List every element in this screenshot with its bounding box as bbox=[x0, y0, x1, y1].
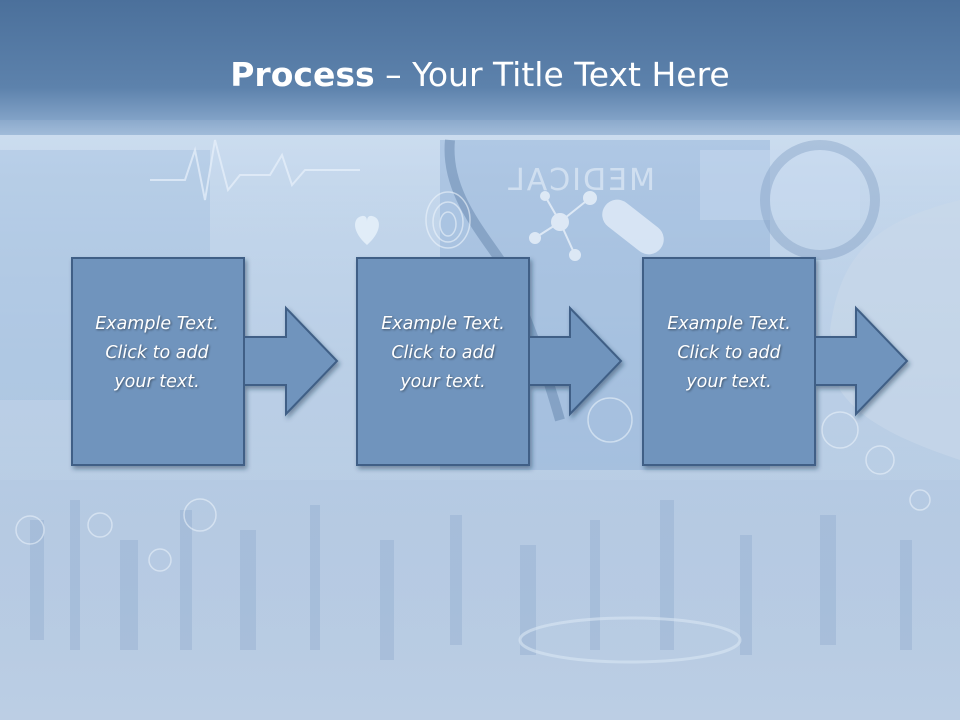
title-bar bbox=[0, 0, 960, 135]
process-step-2[interactable] bbox=[356, 257, 623, 466]
people-crowd-image bbox=[0, 480, 960, 720]
step-1-arrow[interactable] bbox=[239, 305, 339, 417]
slide-title[interactable]: Process – Your Title Text Here bbox=[0, 52, 960, 98]
step-1-line-1: Example Text. bbox=[95, 314, 219, 334]
step-3-arrow[interactable] bbox=[809, 305, 909, 417]
pill-icon bbox=[602, 199, 664, 255]
step-1-text[interactable]: Example Text. Click to add your text. bbox=[72, 310, 242, 397]
title-bold: Process bbox=[230, 55, 375, 94]
step-1-box[interactable] bbox=[71, 257, 245, 466]
platform-ring bbox=[518, 616, 742, 664]
step-2-text[interactable]: Example Text. Click to add your text. bbox=[358, 310, 528, 397]
fingerprint-icon bbox=[425, 191, 471, 249]
step-2-box[interactable] bbox=[356, 257, 530, 466]
step-2-arrow[interactable] bbox=[524, 305, 623, 417]
step-3-box[interactable] bbox=[642, 257, 816, 466]
molecule-icon bbox=[529, 191, 597, 261]
step-3-line-1: Example Text. bbox=[667, 314, 791, 334]
process-step-3[interactable] bbox=[642, 257, 909, 466]
step-3-text[interactable]: Example Text. Click to add your text. bbox=[644, 310, 814, 397]
heartbeat-line-icon bbox=[150, 139, 360, 201]
heart-icon bbox=[355, 215, 379, 245]
step-2-line-3: your text. bbox=[400, 372, 486, 392]
stethoscope-chest-piece bbox=[760, 140, 880, 260]
step-1-line-3: your text. bbox=[114, 372, 200, 392]
step-2-line-1: Example Text. bbox=[381, 314, 505, 334]
step-2-line-2: Click to add bbox=[391, 343, 495, 363]
step-3-line-2: Click to add bbox=[677, 343, 781, 363]
process-step-1[interactable] bbox=[71, 257, 339, 466]
background-medical-text: MEDICAL bbox=[506, 163, 655, 198]
step-3-line-3: your text. bbox=[686, 372, 772, 392]
bubbles-image bbox=[15, 397, 931, 572]
step-1-line-2: Click to add bbox=[105, 343, 209, 363]
light-panel bbox=[700, 150, 860, 220]
title-rest: – Your Title Text Here bbox=[374, 55, 730, 94]
